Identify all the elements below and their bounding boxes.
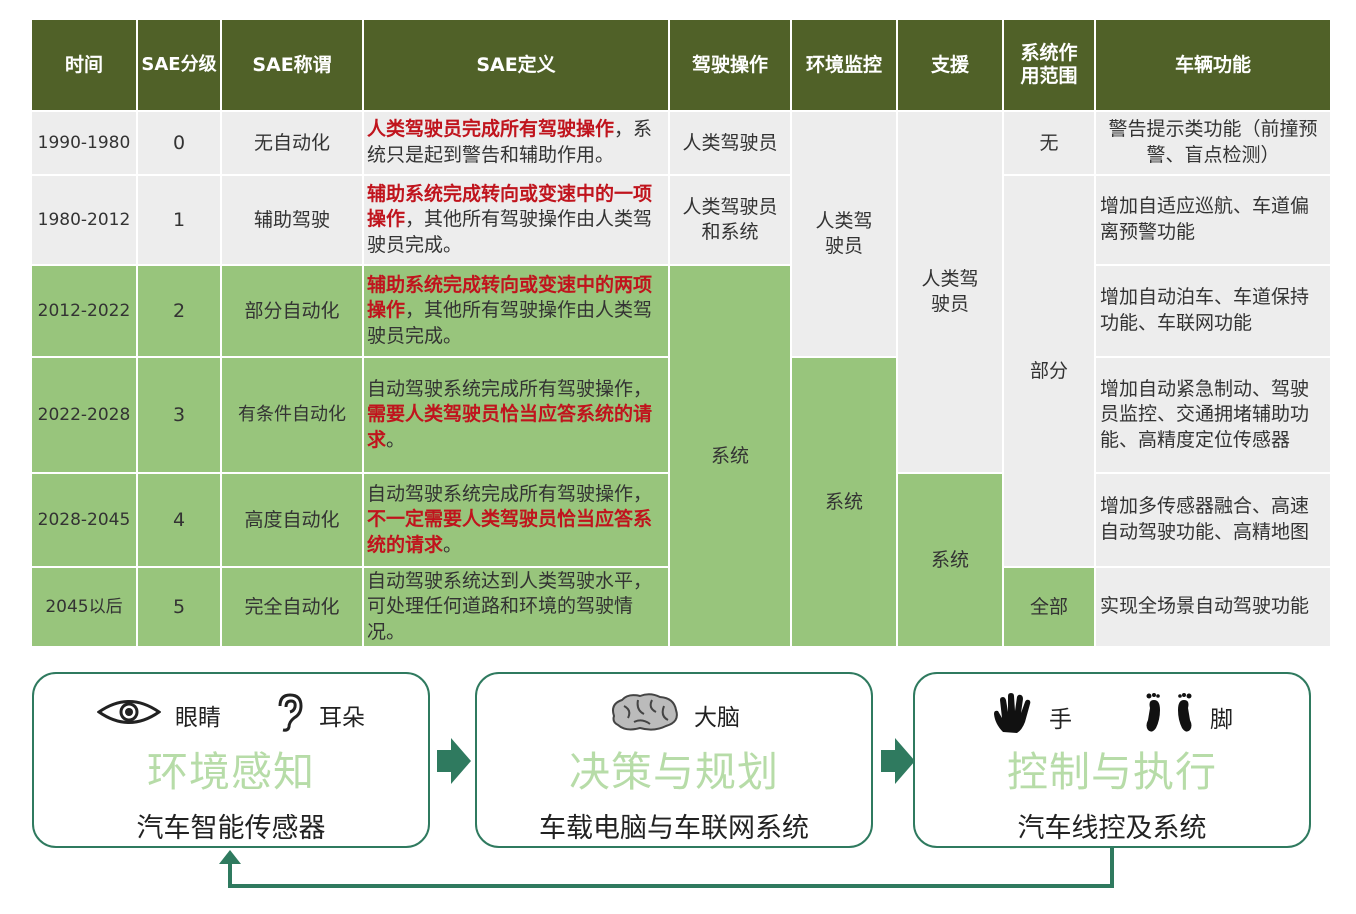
cell-definition-3: 自动驾驶系统完成所有驾驶操作， 需要人类驾驶员恰当应答系统的请求。	[364, 358, 668, 472]
sae-levels-table: 时间 SAE分级 SAE称谓 SAE定义 驾驶操作 环境监控 支援 系统作 用范…	[32, 20, 1330, 646]
decision-subtitle: 车载电脑与车联网系统	[539, 813, 809, 844]
ear-label: 耳朵	[319, 705, 365, 731]
cell-definition-2: 辅助系统完成转向或变速中的两项操作，其他所有驾驶操作由人类驾驶员完成。	[364, 266, 668, 356]
cell-function-5: 实现全场景自动驾驶功能	[1096, 568, 1330, 646]
definition-3-text: 自动驾驶系统完成所有驾驶操作，	[367, 377, 653, 400]
cell-level-4: 4	[138, 474, 220, 566]
decision-box: 大脑 决策与规划 车载电脑与车联网系统	[475, 672, 873, 848]
ear-icon	[271, 692, 305, 738]
perception-box: 眼睛 耳朵 环境感知 汽车智能传感器	[32, 672, 430, 848]
cell-scope-none: 无	[1004, 112, 1094, 174]
cell-function-4: 增加多传感器融合、高速自动驾驶功能、高精地图	[1096, 474, 1330, 566]
feet-icon	[1142, 692, 1196, 742]
header-vehicle-function: 车辆功能	[1096, 20, 1330, 110]
header-system-scope-line2: 用范围	[1020, 65, 1078, 87]
header-support: 支援	[898, 20, 1002, 110]
cell-operation-human-system: 人类驾驶员和系统	[670, 176, 790, 264]
arrow-2-body	[881, 750, 895, 772]
cell-time-2: 2012-2022	[32, 266, 136, 356]
eye-label: 眼睛	[175, 705, 221, 731]
cell-level-5: 5	[138, 568, 220, 646]
definition-4-end: 。	[443, 533, 463, 556]
cell-environment-human: 人类驾驶员	[792, 112, 896, 356]
control-title: 控制与执行	[1007, 748, 1217, 796]
header-system-scope: 系统作 用范围	[1004, 20, 1094, 110]
control-box: 手 脚 控制与执行 汽车线控及系统	[913, 672, 1311, 848]
cell-function-2: 增加自动泊车、车道保持功能、车联网功能	[1096, 266, 1330, 356]
control-icons: 手 脚	[915, 692, 1309, 742]
cell-time-5: 2045以后	[32, 568, 136, 646]
hand-label: 手	[1049, 707, 1072, 733]
control-subtitle: 汽车线控及系统	[1017, 813, 1207, 844]
cell-support-human: 人类驾驶员	[898, 112, 1002, 472]
cell-function-3: 增加自动紧急制动、驾驶员监控、交通拥堵辅助功能、高精度定位传感器	[1096, 358, 1330, 472]
definition-3-end: 。	[386, 428, 406, 451]
cell-function-1: 增加自适应巡航、车道偏离预警功能	[1096, 176, 1330, 264]
eye-icon	[96, 697, 162, 733]
perception-title: 环境感知	[147, 748, 315, 796]
decision-title: 决策与规划	[569, 748, 779, 796]
definition-3-highlight: 需要人类驾驶员恰当应答系统的请求	[367, 403, 653, 451]
definition-4-text: 自动驾驶系统完成所有驾驶操作，	[367, 482, 653, 505]
hand-item: 手	[991, 692, 1072, 742]
cell-operation-system: 系统	[670, 266, 790, 646]
header-environment-monitoring: 环境监控	[792, 20, 896, 110]
definition-4-highlight: 不一定需要人类驾驶员恰当应答系统的请求	[367, 508, 653, 556]
definition-2-highlight: 辅助系统完成转向或变速中的两项操作	[367, 273, 653, 322]
cell-environment-system: 系统	[792, 358, 896, 646]
header-driving-operation: 驾驶操作	[670, 20, 790, 110]
ear-item: 耳朵	[271, 692, 365, 738]
cell-level-1: 1	[138, 176, 220, 264]
header-time: 时间	[32, 20, 136, 110]
header-sae-level: SAE分级	[138, 20, 220, 110]
cell-scope-partial: 部分	[1004, 176, 1094, 566]
definition-1-text: ，其他所有驾驶操作由人类驾驶员完成。	[367, 208, 653, 256]
perception-subtitle: 汽车智能传感器	[136, 813, 326, 844]
feet-item: 脚	[1142, 692, 1233, 742]
perception-icons: 眼睛 耳朵	[34, 692, 428, 738]
cell-time-4: 2028-2045	[32, 474, 136, 566]
brain-label: 大脑	[694, 705, 740, 731]
cell-definition-4: 自动驾驶系统完成所有驾驶操作， 不一定需要人类驾驶员恰当应答系统的请求。	[364, 474, 668, 566]
cell-time-1: 1980-2012	[32, 176, 136, 264]
arrow-right-icon	[451, 738, 471, 784]
cell-name-2: 部分自动化	[222, 266, 362, 356]
definition-0-highlight: 人类驾驶员完成所有驾驶操作	[367, 118, 615, 141]
arrow-right-icon	[895, 738, 915, 784]
decision-icons: 大脑	[477, 692, 871, 738]
hand-icon	[991, 692, 1035, 742]
cell-name-0: 无自动化	[222, 112, 362, 174]
cell-support-system: 系统	[898, 474, 1002, 646]
cell-level-0: 0	[138, 112, 220, 174]
cell-definition-1: 辅助系统完成转向或变速中的一项操作，其他所有驾驶操作由人类驾驶员完成。	[364, 176, 668, 264]
arrow-1-body	[437, 750, 451, 772]
definition-2-text: ，其他所有驾驶操作由人类驾驶员完成。	[367, 299, 653, 347]
cell-name-1: 辅助驾驶	[222, 176, 362, 264]
cell-definition-0: 人类驾驶员完成所有驾驶操作，系统只是起到警告和辅助作用。	[364, 112, 668, 174]
cell-scope-full: 全部	[1004, 568, 1094, 646]
cell-level-2: 2	[138, 266, 220, 356]
definition-0-text: ，系统只是起到警告和辅助作用。	[367, 118, 653, 166]
header-sae-name: SAE称谓	[222, 20, 362, 110]
cell-name-3: 有条件自动化	[222, 358, 362, 472]
cell-time-0: 1990-1980	[32, 112, 136, 174]
brain-icon	[608, 692, 680, 738]
header-sae-definition: SAE定义	[364, 20, 668, 110]
definition-1-highlight: 辅助系统完成转向或变速中的一项操作	[367, 182, 653, 231]
cell-definition-5: 自动驾驶系统达到人类驾驶水平，可处理任何道路和环境的驾驶情况。	[364, 568, 668, 646]
cell-operation-human: 人类驾驶员	[670, 112, 790, 174]
cell-level-3: 3	[138, 358, 220, 472]
feet-label: 脚	[1210, 707, 1233, 733]
header-system-scope-line1: 系统作	[1020, 42, 1078, 65]
cell-time-3: 2022-2028	[32, 358, 136, 472]
cell-function-0: 警告提示类功能（前撞预警、盲点检测）	[1096, 112, 1330, 174]
eye-item: 眼睛	[96, 697, 221, 733]
cell-name-4: 高度自动化	[222, 474, 362, 566]
brain-item: 大脑	[608, 692, 740, 738]
cell-name-5: 完全自动化	[222, 568, 362, 646]
